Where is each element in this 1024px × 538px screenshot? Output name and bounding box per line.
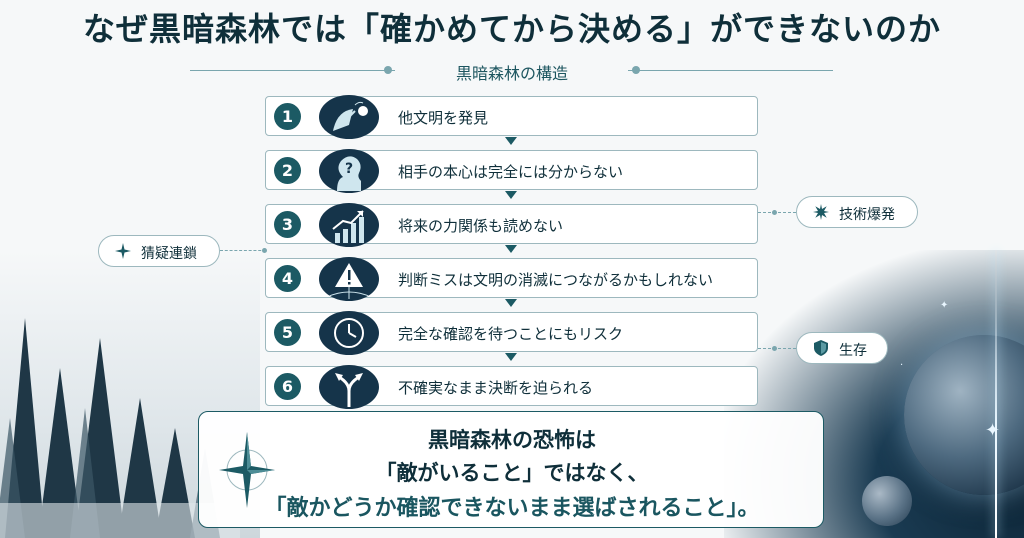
connector-dot bbox=[262, 248, 267, 253]
step-number: 4 bbox=[274, 265, 301, 292]
step-text: 完全な確認を待つことにもリスク bbox=[398, 325, 624, 343]
shield-icon bbox=[814, 340, 828, 356]
flow-step-1: 1 他文明を発見 bbox=[265, 95, 758, 139]
side-label-text: 生存 bbox=[839, 343, 867, 359]
flow-arrow bbox=[505, 137, 517, 145]
fork-arrow-icon bbox=[319, 365, 379, 409]
step-number: 3 bbox=[274, 211, 301, 238]
flow-arrow bbox=[505, 353, 517, 361]
step-text: 不確実なまま決断を迫られる bbox=[398, 379, 594, 397]
conclusion-line-1: 黒暗森林の恐怖は bbox=[428, 428, 596, 452]
star-decoration: ✦ bbox=[985, 420, 1001, 441]
growth-chart-icon bbox=[319, 203, 379, 247]
flow-step-2: 2 ? 相手の本心は完全には分からない bbox=[265, 149, 758, 193]
connector-dot bbox=[772, 210, 777, 215]
diagram-subtitle: 黒暗森林の構造 bbox=[455, 64, 568, 83]
step-text: 判断ミスは文明の消滅につながるかもしれない bbox=[398, 271, 714, 289]
flow-step-6: 6 不確実なまま決断を迫られる bbox=[265, 365, 758, 409]
connector-line bbox=[758, 348, 796, 349]
compass-star-icon bbox=[219, 432, 275, 508]
divider-dot bbox=[632, 66, 640, 74]
question-head-icon: ? bbox=[319, 149, 379, 193]
flow-step-4: 4 判断ミスは文明の消滅につながるかもしれない bbox=[265, 257, 758, 301]
step-text: 相手の本心は完全には分からない bbox=[398, 163, 624, 181]
step-number: 6 bbox=[274, 373, 301, 400]
connector-line bbox=[220, 250, 266, 251]
svg-text:?: ? bbox=[345, 161, 353, 177]
light-beam bbox=[995, 250, 997, 538]
side-label-text: 技術爆発 bbox=[839, 207, 895, 223]
flow-arrow bbox=[505, 191, 517, 199]
planet-large bbox=[904, 335, 1024, 495]
connector-dot bbox=[772, 346, 777, 351]
subtitle-divider-left bbox=[190, 70, 395, 71]
clock-icon bbox=[319, 311, 379, 355]
flow-step-3: 3 将来の力関係も読めない bbox=[265, 203, 758, 247]
star-decoration: ✦ bbox=[940, 300, 949, 311]
conclusion-line-2: 「敵がいること」ではなく、 bbox=[375, 461, 649, 485]
connector-line bbox=[758, 212, 796, 213]
step-number: 2 bbox=[274, 157, 301, 184]
step-number: 5 bbox=[274, 319, 301, 346]
side-label-suspicion-chain: 猜疑連鎖 bbox=[98, 235, 220, 267]
flow-step-5: 5 完全な確認を待つことにもリスク bbox=[265, 311, 758, 355]
side-label-text: 猜疑連鎖 bbox=[141, 246, 197, 262]
star-decoration: · bbox=[900, 360, 904, 371]
flow-arrow bbox=[505, 245, 517, 253]
conclusion-box: 黒暗森林の恐怖は 「敵がいること」ではなく、 「敵かどうか確認できないまま選ばさ… bbox=[198, 411, 824, 528]
planet-small bbox=[862, 476, 912, 526]
warning-icon bbox=[319, 257, 379, 301]
flow-arrow bbox=[505, 299, 517, 307]
page-title: なぜ黒暗森林では「確かめてから決める」ができないのか bbox=[82, 10, 941, 48]
conclusion-line-3: 「敵かどうか確認できないまま選ばされること」。 bbox=[264, 496, 760, 521]
sparkle-icon bbox=[115, 243, 131, 259]
subtitle-divider-right bbox=[628, 70, 833, 71]
side-label-tech-explosion: 技術爆発 bbox=[796, 196, 918, 228]
satellite-dish-icon bbox=[319, 95, 379, 139]
step-text: 将来の力関係も読めない bbox=[398, 217, 564, 235]
divider-dot bbox=[384, 66, 392, 74]
step-number: 1 bbox=[274, 103, 301, 130]
burst-icon bbox=[813, 204, 829, 220]
step-text: 他文明を発見 bbox=[398, 109, 489, 127]
side-label-survival: 生存 bbox=[796, 332, 888, 364]
